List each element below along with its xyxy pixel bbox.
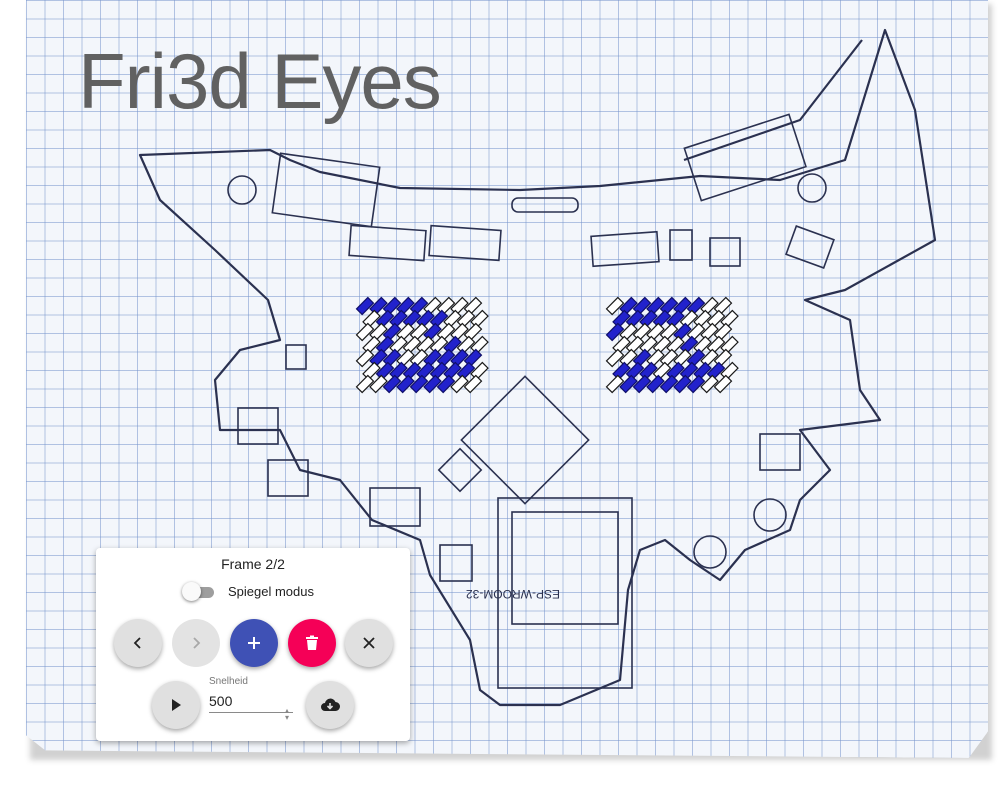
cloud-download-icon: [321, 698, 340, 711]
led-pixel[interactable]: [355, 296, 375, 316]
play-icon: [172, 699, 181, 711]
next-frame-button[interactable]: [172, 619, 220, 667]
led-pixel[interactable]: [369, 374, 388, 394]
led-pixel[interactable]: [355, 322, 375, 342]
led-pixel[interactable]: [686, 374, 706, 394]
play-button[interactable]: [152, 681, 200, 729]
app-title: Fri3d Eyes: [78, 37, 442, 125]
led-pixel[interactable]: [409, 374, 429, 394]
speed-field: Snelheid ▴▾: [209, 676, 297, 722]
speed-input[interactable]: [209, 691, 293, 713]
plus-icon: [248, 637, 260, 649]
graph-paper-background: [26, 0, 988, 758]
mirror-mode-toggle[interactable]: [182, 581, 214, 601]
pcb-components: [227, 113, 835, 689]
left-eye-led-matrix: [355, 296, 489, 394]
led-pixel[interactable]: [713, 374, 733, 394]
led-pixel[interactable]: [382, 374, 402, 394]
led-pixel[interactable]: [396, 374, 415, 394]
delete-frame-button[interactable]: [288, 619, 336, 667]
mirror-mode-row: Spiegel modus: [182, 581, 314, 601]
led-pixel[interactable]: [355, 348, 375, 368]
number-spinner-icon[interactable]: ▴▾: [285, 706, 290, 722]
download-button[interactable]: [306, 681, 354, 729]
mirror-mode-label: Spiegel modus: [228, 584, 314, 599]
add-frame-button[interactable]: [230, 619, 278, 667]
led-pixel[interactable]: [423, 374, 442, 394]
led-pixel[interactable]: [605, 348, 625, 368]
led-pixel[interactable]: [605, 374, 625, 394]
speed-label: Snelheid: [209, 676, 248, 687]
pcb-outline: [138, 28, 937, 707]
led-pixel[interactable]: [355, 374, 375, 394]
trash-icon: [306, 635, 318, 650]
chip-marking: ESP-WROOM-32: [466, 587, 560, 601]
close-button[interactable]: [345, 619, 393, 667]
led-pixel[interactable]: [673, 374, 692, 394]
led-pixel[interactable]: [605, 322, 625, 342]
led-pixel[interactable]: [646, 374, 665, 394]
led-pixel[interactable]: [619, 374, 638, 394]
led-pixel[interactable]: [436, 374, 456, 394]
toggle-thumb: [182, 581, 201, 601]
chevron-right-icon: [193, 637, 201, 649]
led-pixel[interactable]: [700, 374, 719, 394]
led-pixel[interactable]: [659, 374, 679, 394]
right-eye-led-matrix: [605, 296, 739, 394]
led-pixel[interactable]: [605, 296, 625, 316]
frame-control-panel: Frame 2/2 Spiegel modus: [96, 548, 410, 741]
frame-counter: Frame 2/2: [221, 556, 285, 572]
led-pixel[interactable]: [450, 374, 469, 394]
led-pixel[interactable]: [463, 374, 483, 394]
close-icon: [363, 637, 375, 649]
led-pixel[interactable]: [632, 374, 652, 394]
chevron-left-icon: [133, 637, 141, 649]
previous-frame-button[interactable]: [114, 619, 162, 667]
